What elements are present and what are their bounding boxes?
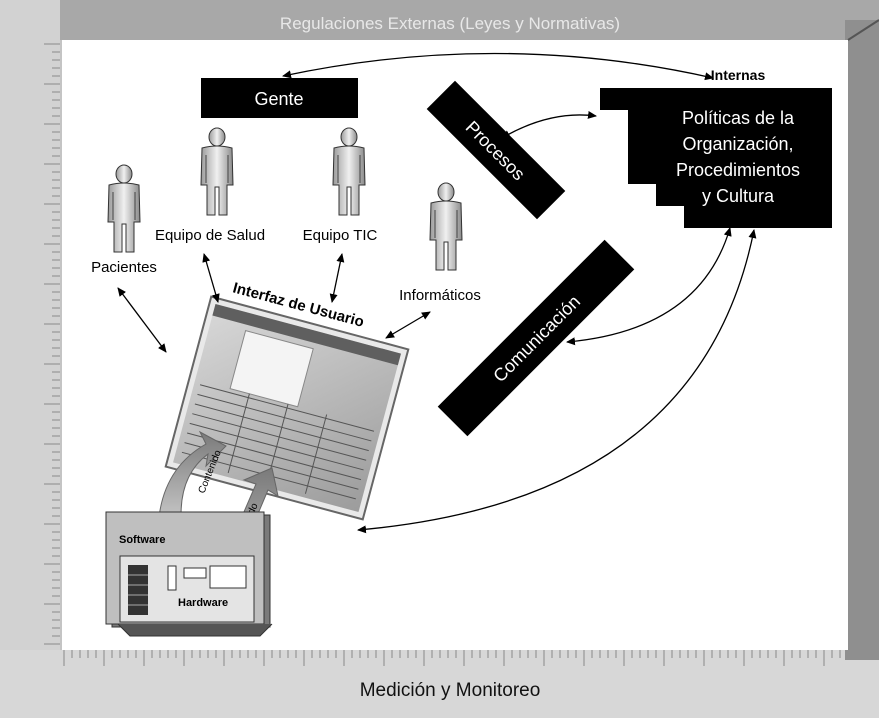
internas-box — [600, 88, 832, 228]
connector-arrows — [117, 52, 757, 534]
top-band — [0, 0, 879, 40]
corner-line — [847, 19, 879, 41]
user-interface-screen — [164, 295, 410, 521]
internas-line-1: Políticas de la — [682, 108, 795, 128]
arrow-procesos-internas — [501, 111, 597, 139]
software-label: Software — [119, 534, 165, 546]
top-banner-text: Regulaciones Externas (Leyes y Normativa… — [280, 14, 620, 33]
arrow-informaticos-interfaz — [385, 311, 431, 339]
internas-line-3: Procedimientos — [676, 160, 800, 180]
equipo-tic-label: Equipo TIC — [303, 227, 378, 244]
arrow-gente-internas — [282, 52, 714, 81]
hardware-label: Hardware — [178, 597, 228, 609]
computer-box — [105, 511, 273, 637]
bottom-banner-text: Medición y Monitoreo — [360, 680, 541, 701]
contenido-arrow-1 — [157, 430, 227, 531]
ruler-ticks — [44, 43, 841, 666]
informaticos-label: Informáticos — [399, 287, 481, 304]
gente-box — [201, 78, 358, 118]
arrow-computer-internas — [357, 229, 757, 534]
pacientes-label: Pacientes — [91, 259, 157, 276]
internas-line-2: Organización, — [682, 134, 793, 154]
right-shadow — [845, 20, 879, 660]
arrow-salud-interfaz — [202, 253, 220, 303]
left-ruler — [0, 0, 60, 718]
internas-label: Internas — [711, 67, 766, 83]
bottom-ruler — [0, 650, 879, 718]
gente-label: Gente — [254, 89, 303, 109]
equipo-salud-label: Equipo de Salud — [155, 227, 265, 244]
internas-line-4: y Cultura — [702, 186, 775, 206]
arrow-tic-interfaz — [329, 253, 345, 303]
arrow-pacientes-interfaz — [117, 287, 167, 353]
